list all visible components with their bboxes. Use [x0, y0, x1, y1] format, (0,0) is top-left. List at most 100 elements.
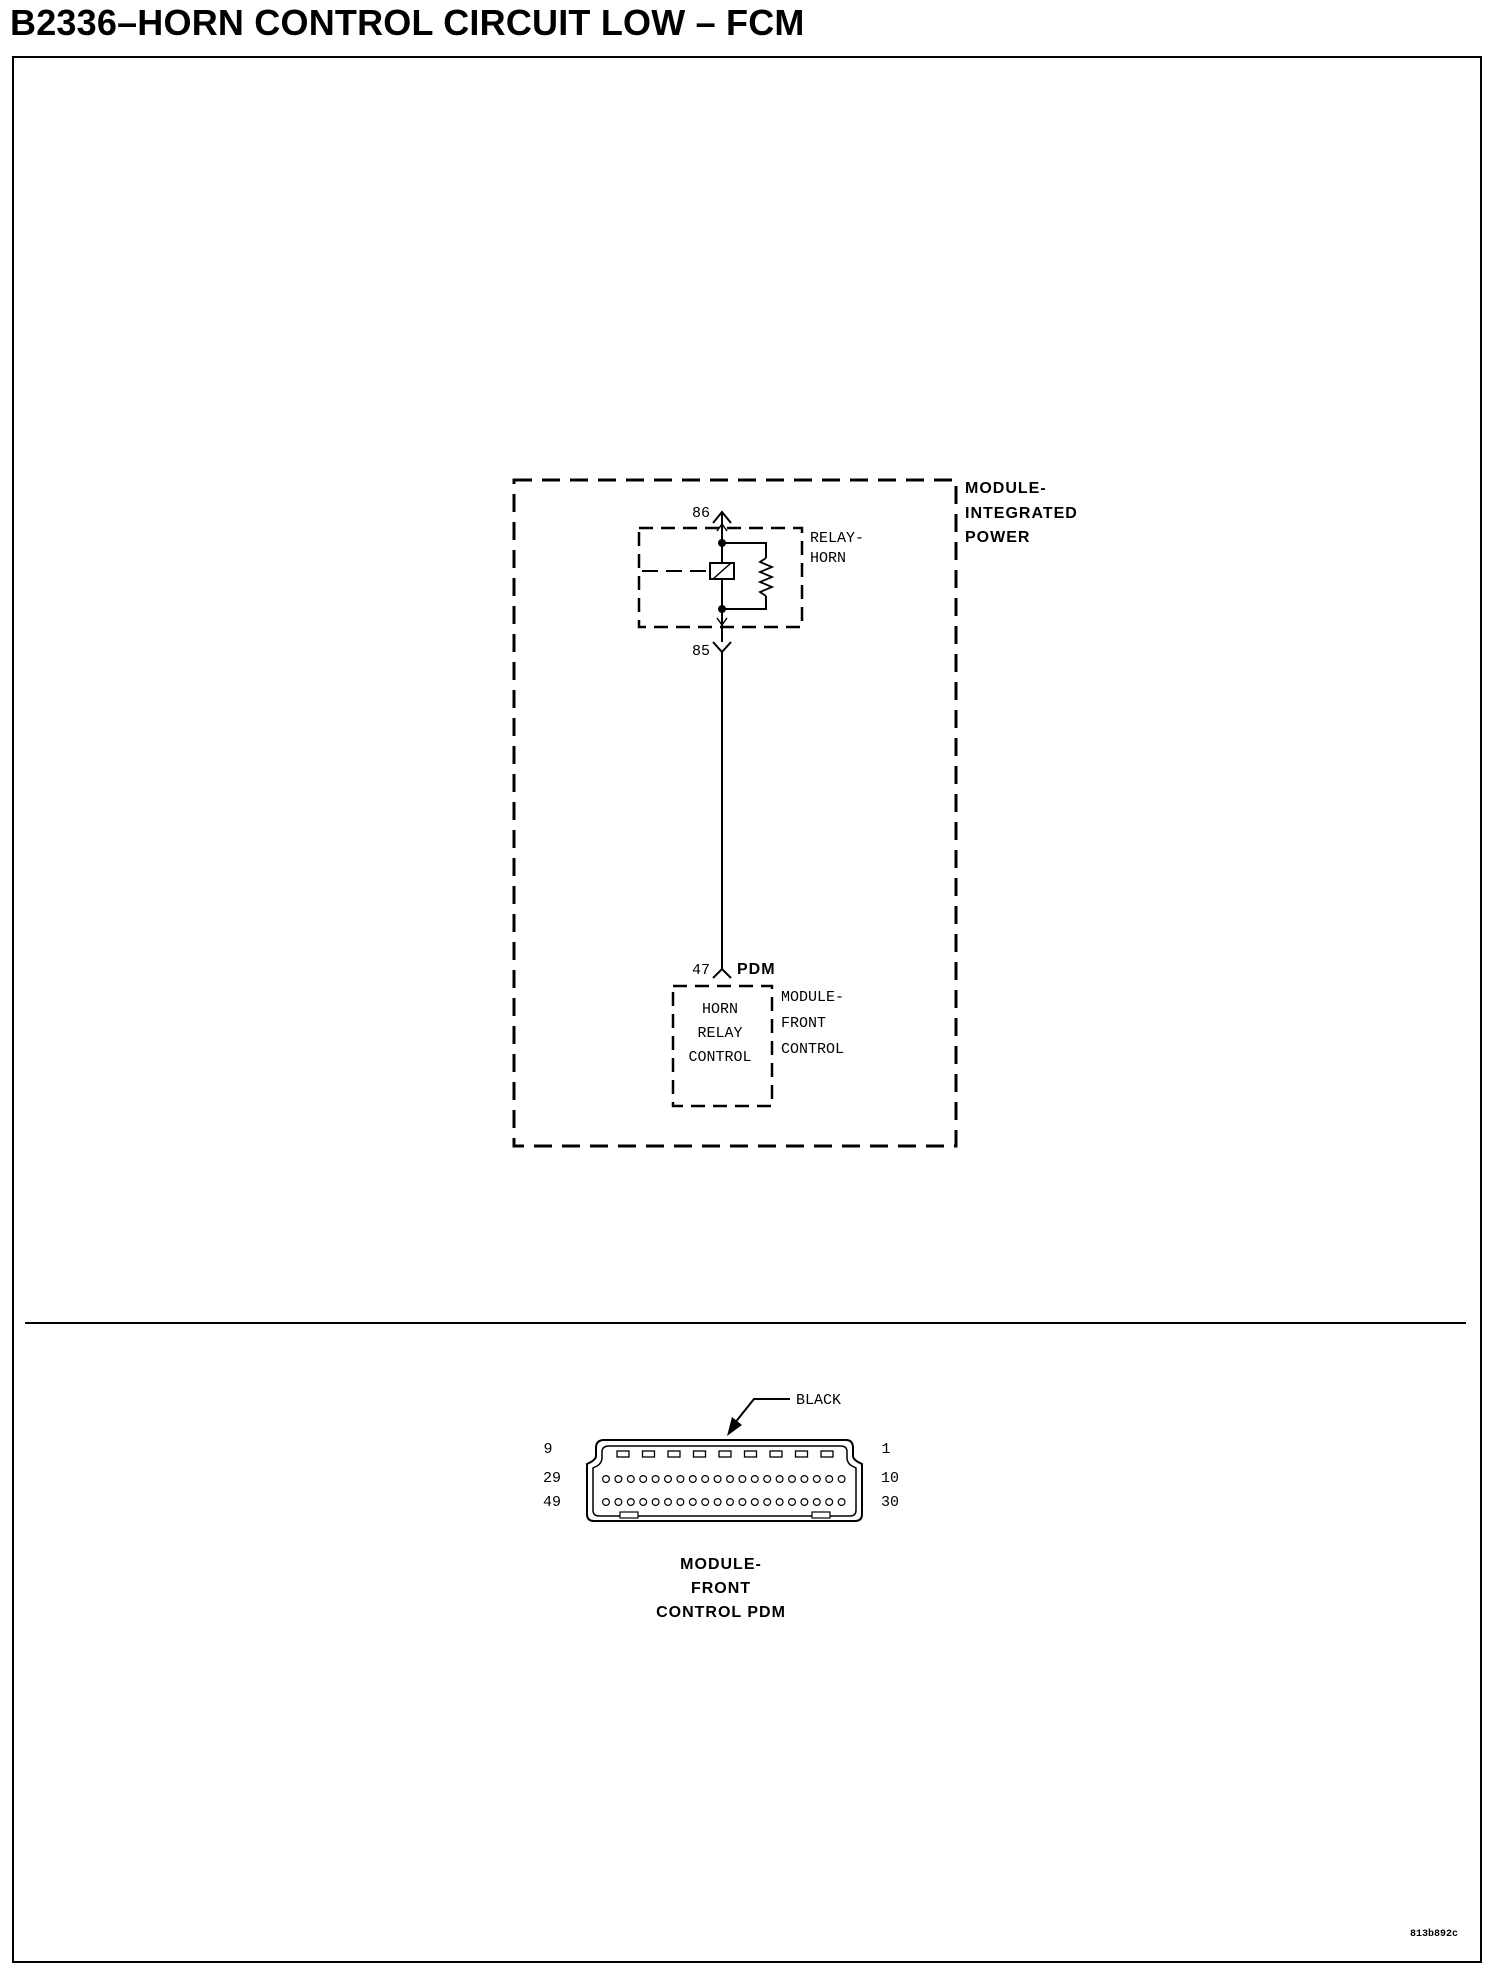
connector-pin-hole: [639, 1497, 648, 1506]
connector-cavity: [794, 1450, 809, 1458]
connector-pin-hole: [663, 1497, 672, 1506]
connector-pin-hole: [713, 1497, 722, 1506]
connector-cavity: [692, 1450, 707, 1458]
mfc-line-3: CONTROL: [781, 1041, 844, 1058]
pin-label-9: 9: [543, 1441, 552, 1458]
connector-pin-hole: [787, 1474, 796, 1483]
connector-pin-hole: [688, 1497, 697, 1506]
connector-cavity: [667, 1450, 681, 1458]
pdm-label: PDM: [737, 961, 776, 978]
connector-pin-hole: [837, 1474, 846, 1483]
resistor-wire-top: [722, 542, 767, 558]
connector-name-label: MODULE- FRONT CONTROL PDM: [656, 1556, 786, 1621]
connector-pin-hole: [651, 1497, 660, 1506]
connector-cavity: [820, 1450, 834, 1458]
connector-pin-hole: [738, 1474, 747, 1483]
connector-row-middle: [601, 1474, 846, 1483]
connector-pin-hole: [626, 1474, 635, 1483]
connector-pin-hole: [800, 1497, 809, 1506]
pin-86-label: 86: [692, 505, 710, 522]
connector-pin-hole: [763, 1497, 772, 1506]
connector-pin-hole: [725, 1497, 734, 1506]
connector-pin-hole: [626, 1497, 635, 1506]
connector-pin-hole: [601, 1474, 610, 1483]
module-integrated-power-label: MODULE- INTEGRATED POWER: [965, 480, 1078, 546]
resistor-wire-bottom: [722, 596, 767, 610]
connector-pin-hole: [812, 1474, 821, 1483]
connector-pin-hole: [825, 1497, 834, 1506]
connector-pin-hole: [825, 1474, 834, 1483]
connector-pin-hole: [614, 1497, 623, 1506]
connector-pin-hole: [837, 1497, 846, 1506]
pin-label-1: 1: [881, 1441, 890, 1458]
connector-pin-hole: [614, 1474, 623, 1483]
connector-cavity: [718, 1450, 732, 1458]
pin-label-30: 30: [881, 1494, 899, 1511]
module-front-control-box: [671, 984, 774, 1108]
connector-pin-hole: [812, 1497, 821, 1506]
connector-pin-hole: [701, 1474, 710, 1483]
relay-horn-line-2: HORN: [810, 550, 846, 567]
connector-cavity: [743, 1450, 758, 1458]
connector-pin-hole: [663, 1474, 672, 1483]
connector-pin-hole: [800, 1474, 809, 1483]
figure-reference: 813b892c: [1410, 1928, 1458, 1940]
connector-pin-hole: [725, 1474, 734, 1483]
pin-47-label: 47: [692, 962, 710, 979]
resistor-icon: [757, 557, 775, 597]
pin-85-label: 85: [692, 643, 710, 660]
connector-leader-line: [733, 1398, 790, 1425]
page-frame: [12, 56, 1482, 1963]
connector-pin-hole: [601, 1497, 610, 1506]
conn-name-line-1: MODULE-: [680, 1556, 762, 1573]
connector-pin-hole: [676, 1474, 685, 1483]
conn-name-line-3: CONTROL PDM: [656, 1604, 786, 1621]
mip-line-1: MODULE-: [965, 480, 1047, 497]
connector-pin-hole: [763, 1474, 772, 1483]
pin-label-29: 29: [543, 1470, 561, 1487]
hrc-line-1: HORN: [702, 1001, 738, 1018]
connector-cavity: [616, 1450, 630, 1458]
connector-pin-hole: [639, 1474, 648, 1483]
pin-label-10: 10: [881, 1470, 899, 1487]
relay-coil-slash: [712, 562, 732, 580]
connector-cavity: [769, 1450, 783, 1458]
pin-86-arrow: [716, 522, 728, 532]
connector-pin-hole: [651, 1474, 660, 1483]
connector-pin-hole: [750, 1474, 759, 1483]
mip-line-2: INTEGRATED: [965, 505, 1078, 522]
connector-pin-hole: [775, 1497, 784, 1506]
mfc-line-2: FRONT: [781, 1015, 826, 1032]
module-front-control-label: MODULE- FRONT CONTROL: [781, 989, 844, 1058]
pin-label-49: 49: [543, 1494, 561, 1511]
connector-pin-hole: [676, 1497, 685, 1506]
page-title: B2336–HORN CONTROL CIRCUIT LOW – FCM: [10, 2, 805, 43]
mip-line-3: POWER: [965, 529, 1030, 546]
connector-pin-hole: [701, 1497, 710, 1506]
connector-pin-hole: [750, 1497, 759, 1506]
pin-47-terminal: [712, 967, 732, 979]
mfc-line-1: MODULE-: [781, 989, 844, 1006]
connector-pin-hole: [713, 1474, 722, 1483]
connector-pin-hole: [738, 1497, 747, 1506]
connector-cavity: [641, 1450, 656, 1458]
hrc-line-3: CONTROL: [688, 1049, 751, 1066]
pin-85-terminal: [712, 641, 732, 654]
relay-horn-label: RELAY- HORN: [810, 530, 864, 567]
pin-85-arrow: [716, 617, 728, 627]
connector-pin-hole: [775, 1474, 784, 1483]
conn-name-line-2: FRONT: [691, 1580, 751, 1597]
connector-row-bottom: [601, 1497, 846, 1506]
module-integrated-power-box: [512, 478, 958, 1148]
horn-relay-control-label: HORN RELAY CONTROL: [688, 1001, 751, 1066]
relay-horn-line-1: RELAY-: [810, 530, 864, 547]
connector-leader-arrow: [727, 1417, 742, 1436]
hrc-line-2: RELAY: [697, 1025, 742, 1042]
relay-horn-box: [637, 526, 804, 629]
connector-row-top: [616, 1450, 834, 1458]
connector-body: [586, 1439, 863, 1522]
connector-pin-hole: [787, 1497, 796, 1506]
connector-pin-hole: [688, 1474, 697, 1483]
connector-color-label: BLACK: [796, 1392, 841, 1409]
